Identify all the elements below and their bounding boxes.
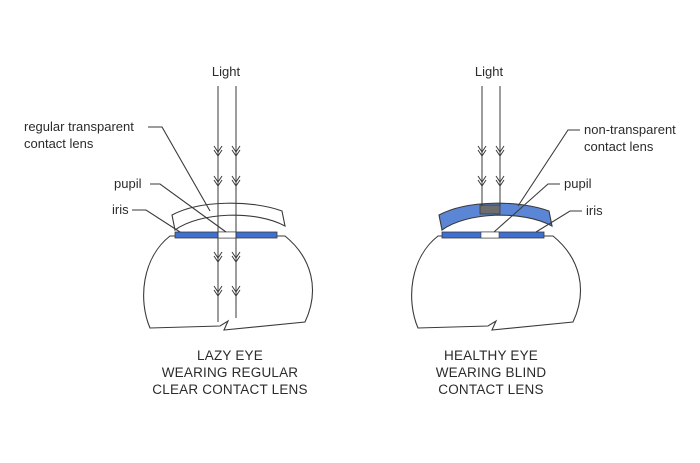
right-iris-label: iris xyxy=(586,203,603,218)
left-iris-leader xyxy=(132,209,181,233)
left-caption-line3: CLEAR CONTACT LENS xyxy=(152,382,307,397)
left-pupil xyxy=(217,231,237,239)
left-caption-line1: LAZY EYE xyxy=(197,348,263,363)
right-blind-contact-lens xyxy=(438,202,553,231)
right-iris-leader xyxy=(535,210,582,233)
left-pupil-leader xyxy=(150,183,227,233)
right-pupil-leader xyxy=(493,183,560,233)
left-iris-label: iris xyxy=(112,202,129,217)
left-lens-label-line2: contact lens xyxy=(24,136,94,151)
right-caption-line2: WEARING BLIND xyxy=(436,365,547,380)
right-caption-line1: HEALTHY EYE xyxy=(444,348,538,363)
left-caption-line2: WEARING REGULAR xyxy=(162,365,299,380)
lazy-eye-panel: Light regular transparent contact lens p… xyxy=(24,64,313,397)
right-lens-label-line1: non-transparent xyxy=(584,122,676,137)
left-clear-contact-lens xyxy=(171,202,286,231)
right-light-label: Light xyxy=(475,64,504,79)
left-lens-leader xyxy=(148,126,211,212)
right-lens-occluder-patch xyxy=(479,204,501,215)
right-ray-arrowheads xyxy=(477,145,505,187)
left-eyeball xyxy=(143,235,313,331)
right-eyeball xyxy=(411,235,581,331)
right-caption-line3: CONTACT LENS xyxy=(438,382,543,397)
right-lens-label-line2: contact lens xyxy=(584,139,654,154)
left-pupil-label: pupil xyxy=(114,176,142,191)
healthy-eye-panel: Light non-transparent contact lens pupil… xyxy=(411,64,676,397)
left-light-label: Light xyxy=(212,64,241,79)
left-lens-label-line1: regular transparent xyxy=(24,119,134,134)
right-pupil xyxy=(480,231,500,239)
right-pupil-label: pupil xyxy=(564,176,592,191)
left-ray-arrowheads xyxy=(213,145,241,297)
right-lens-leader xyxy=(517,129,580,207)
